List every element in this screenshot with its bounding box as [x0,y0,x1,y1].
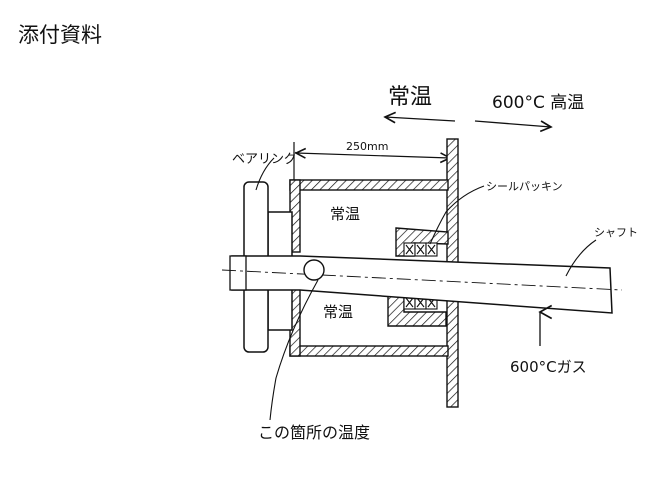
measure-point-leader [269,279,319,421]
packing-rings-lower [403,295,438,310]
packing-rings-upper [403,242,438,257]
housing-top-wall [289,179,449,191]
dimension-line [296,153,450,158]
seal-packing-leader [429,185,485,245]
bearing-label: ベアリング [232,152,297,167]
gas-label: 600°Cガス [510,358,587,376]
chamber-lower-label: 常温 [323,303,353,321]
shaft-leader [565,239,597,277]
high-temp-label: 600°C 高温 [492,93,584,113]
room-temp-label: 常温 [388,85,432,110]
room-temp-arrow [385,117,456,121]
shaft-centerline [221,269,623,291]
measure-point-circle [303,259,325,281]
bearing-leader [255,157,275,191]
chamber-upper-label: 常温 [330,205,360,223]
dimension-label: 250mm [346,140,388,153]
housing-bottom-wall [289,345,449,357]
page-title: 添付資料 [18,23,102,47]
seal-packing-label: シールパッキン [486,180,563,193]
shaft-stub [229,255,247,291]
shaft-label: シャフト [594,226,638,239]
high-temp-arrow [474,121,551,127]
measure-point-label: この箇所の温度 [258,423,370,442]
